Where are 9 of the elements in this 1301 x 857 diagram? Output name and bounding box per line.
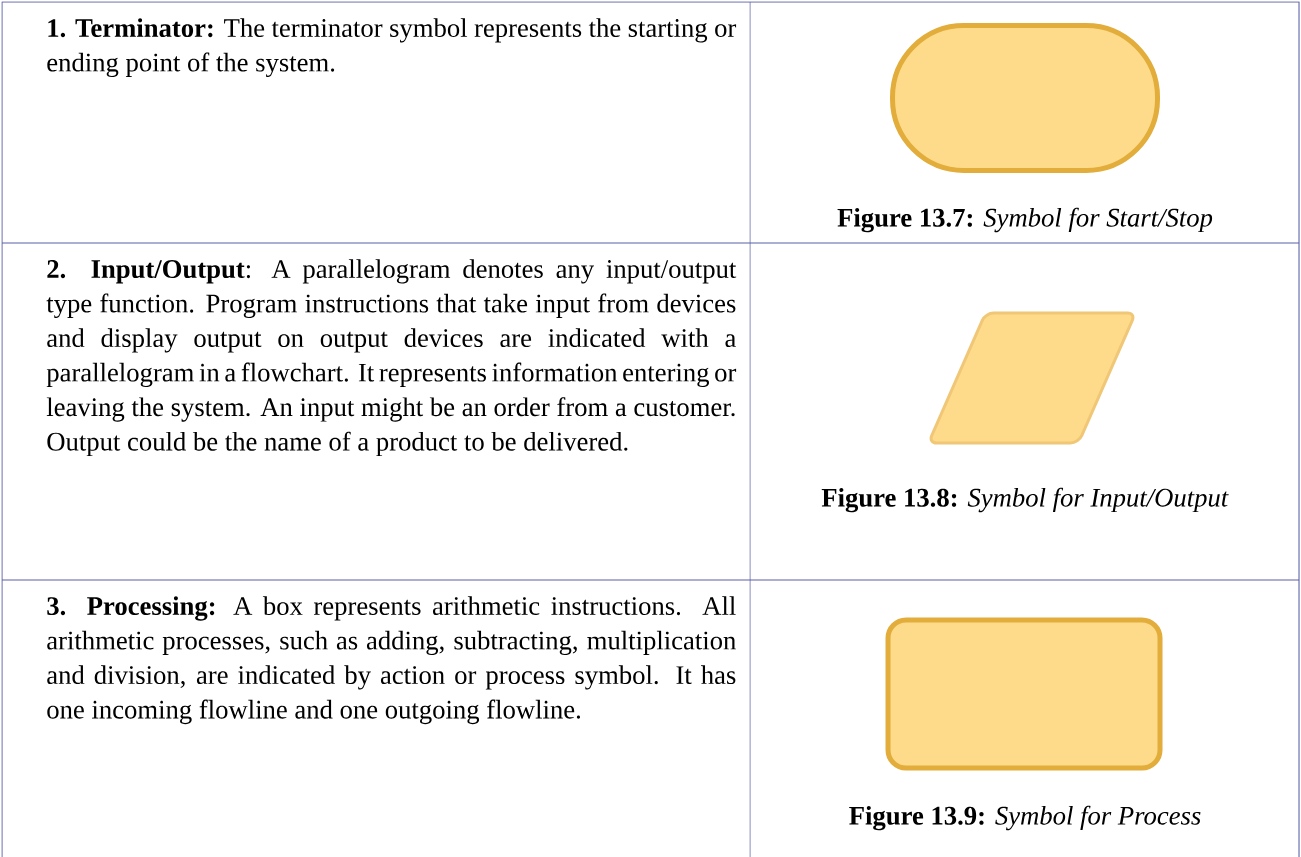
description-text: 1. Terminator: The terminator symbol represents the starting or ending point of the system. [47,18,737,78]
description-text: 3. Processing: A box represents arithmetic instructions. All arithmetic processes, such as adding, subtracting, multiplication and division, are indicated by action or process symbol. It has one incoming flowline and one outgoing flowline. [47,596,736,725]
figure-caption: Figure 13.9: Symbol for Process [849,805,1201,831]
figure-caption: Figure 13.7: Symbol for Start/Stop [837,207,1213,233]
terminator-symbol [890,23,1160,173]
parallelogram-symbol [929,311,1135,445]
figure-caption: Figure 13.8: Symbol for Input/Output [821,487,1229,513]
process-symbol [885,617,1163,771]
description-text: 2. Input/Output: A parallelogram denotes any input/output type function. Program instructions that take input from devices and display output on output devices are indicated with a parallelogram in a flowchart. It represents information entering or leaving the system. An input might be an order from a customer. Output could be the name of a product to be delivered. [46,259,737,457]
